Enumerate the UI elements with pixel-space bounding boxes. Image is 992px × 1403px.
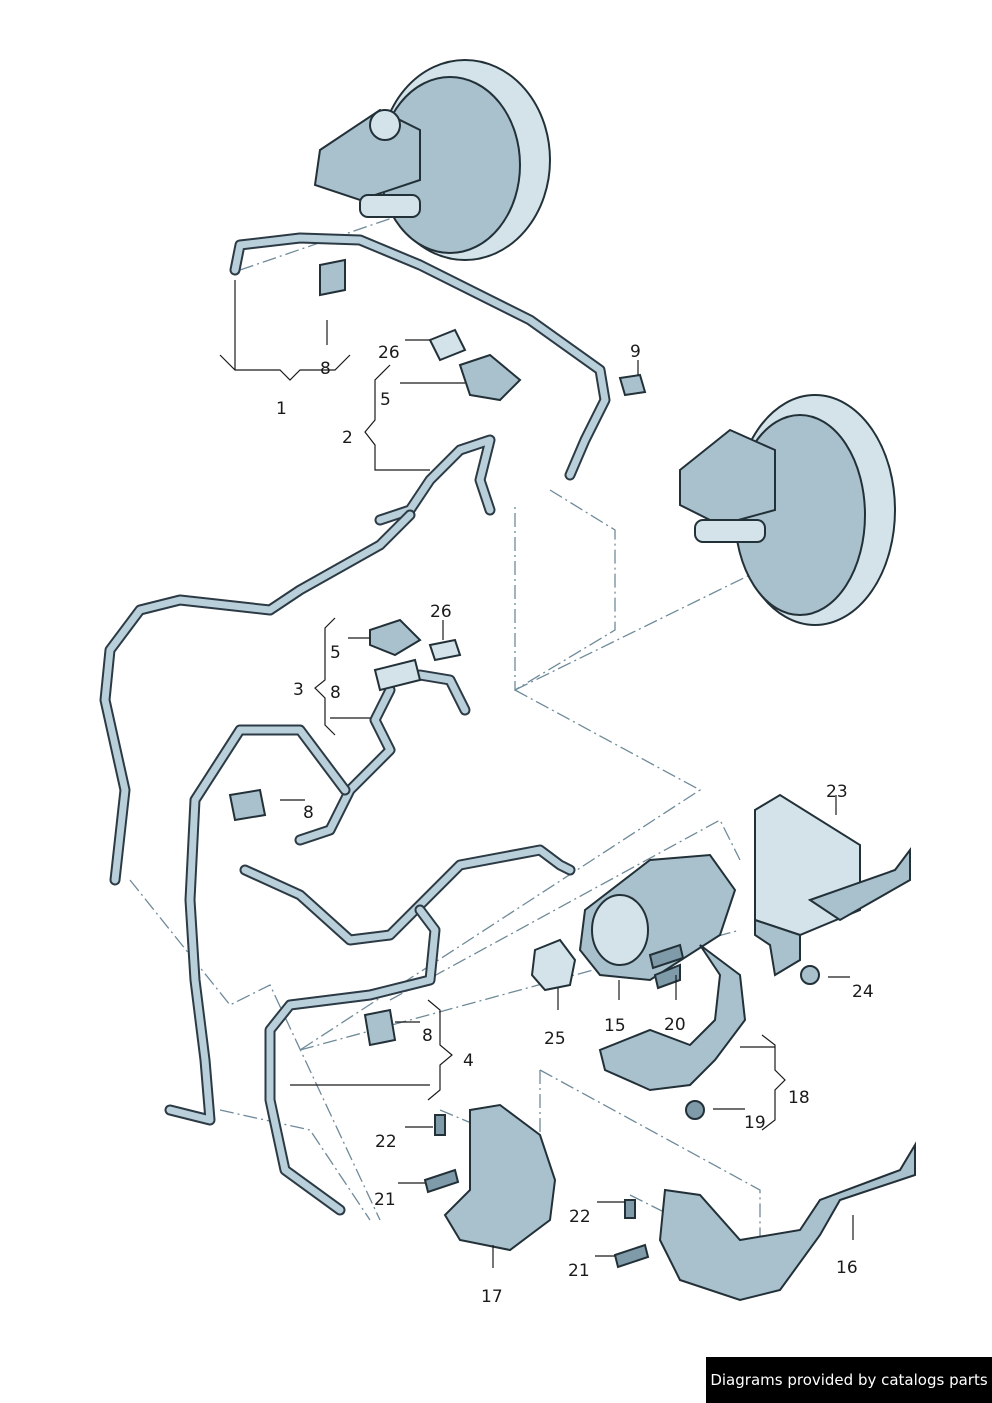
callout-21a: 21 xyxy=(374,1190,396,1210)
vacuum-pump xyxy=(530,853,737,992)
callout-3: 3 xyxy=(293,680,304,700)
callout-16: 16 xyxy=(836,1258,858,1278)
callout-21b: 21 xyxy=(568,1261,590,1281)
callout-labels: 1 8 26 5 2 9 26 5 3 8 8 23 24 25 15 20 8… xyxy=(276,342,874,1307)
credit-caption: Diagrams provided by catalogs parts xyxy=(706,1357,992,1403)
vacuum-hoses xyxy=(99,232,611,1216)
callout-19: 19 xyxy=(744,1113,766,1133)
callout-25: 25 xyxy=(544,1029,566,1049)
callout-5a: 5 xyxy=(380,390,391,410)
callout-4: 4 xyxy=(463,1051,474,1071)
callout-8d: 8 xyxy=(422,1026,433,1046)
callout-9: 9 xyxy=(630,342,641,362)
callout-26a: 26 xyxy=(378,343,400,363)
callout-5b: 5 xyxy=(330,643,341,663)
callout-22b: 22 xyxy=(569,1207,591,1227)
callout-24: 24 xyxy=(852,982,874,1002)
callout-26b: 26 xyxy=(430,602,452,622)
callout-18: 18 xyxy=(788,1088,810,1108)
callout-17: 17 xyxy=(481,1287,503,1307)
control-unit xyxy=(754,793,911,985)
callout-8b: 8 xyxy=(330,683,341,703)
callout-22a: 22 xyxy=(375,1132,397,1152)
brake-servo-lower xyxy=(679,394,896,626)
callout-20: 20 xyxy=(664,1015,686,1035)
callout-8c: 8 xyxy=(303,803,314,823)
callout-8a: 8 xyxy=(320,359,331,379)
small-parts xyxy=(228,258,647,1047)
brackets xyxy=(423,943,916,1302)
leader-lines xyxy=(219,280,854,1268)
callout-23: 23 xyxy=(826,782,848,802)
brake-servo-upper xyxy=(313,59,551,261)
callout-2: 2 xyxy=(342,428,353,448)
callout-15: 15 xyxy=(604,1016,626,1036)
callout-1: 1 xyxy=(276,399,287,419)
